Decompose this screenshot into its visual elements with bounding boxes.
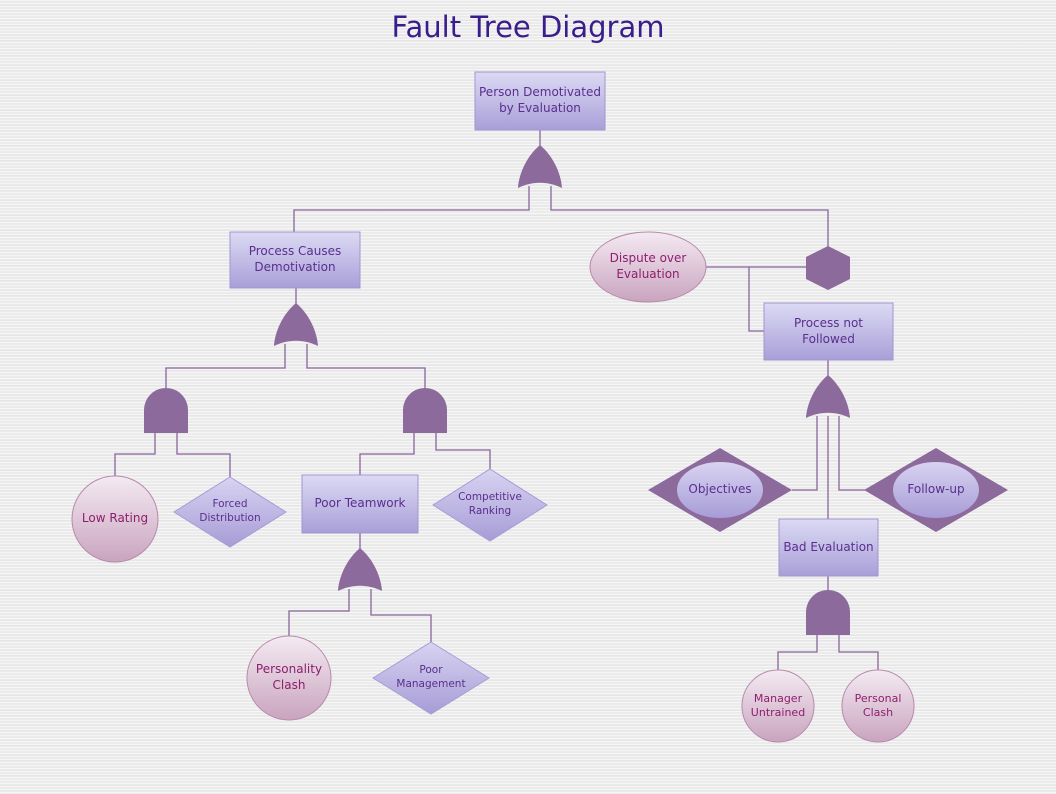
inhibit-gate-icon [806, 246, 850, 290]
connector-pcd-gate-right [306, 344, 426, 390]
and-gate-icon [144, 388, 188, 433]
or-gate-icon [806, 375, 850, 418]
and-gate-icon [806, 590, 850, 635]
connector-teamwork-gate-right [370, 589, 432, 642]
event-dispute-ellipse[interactable] [589, 231, 707, 303]
connector-teamwork-gate-left [288, 589, 350, 636]
event-process-not-followed-box[interactable] [763, 302, 894, 361]
connector-pcd-gate-left [165, 344, 286, 390]
event-low-rating-circle[interactable] [71, 475, 159, 563]
connector-top-gate-right [550, 186, 829, 247]
event-process-causes-box[interactable] [229, 231, 361, 289]
event-follow-up-ellipse [893, 462, 979, 518]
connector-inhibit-pnf [748, 267, 764, 332]
event-objectives-ellipse [677, 462, 763, 518]
event-forced-distribution-diamond[interactable] [173, 476, 287, 548]
event-poor-teamwork-box[interactable] [301, 474, 419, 534]
and-gate-icon [403, 388, 447, 433]
or-gate-icon [274, 303, 318, 346]
event-top-box[interactable] [474, 71, 606, 131]
connector-and-left-forced [176, 432, 231, 477]
or-gate-icon [518, 145, 562, 188]
connectors [114, 130, 879, 670]
or-gate-icon [338, 548, 382, 591]
connector-and-mid-teamwork [359, 432, 415, 476]
event-manager-untrained-circle[interactable] [741, 669, 815, 743]
event-personal-clash-circle[interactable] [841, 669, 915, 743]
event-bad-evaluation-box[interactable] [778, 518, 879, 577]
event-poor-management-diamond[interactable] [372, 641, 490, 715]
connector-top-gate-left [293, 186, 530, 232]
diagram-title: Fault Tree Diagram [391, 10, 665, 44]
event-competitive-ranking-diamond[interactable] [432, 468, 548, 542]
event-personality-clash-circle[interactable] [246, 635, 332, 721]
connector-and-left-lowrating [114, 432, 156, 476]
connector-pnf-gate-followup [838, 416, 865, 491]
connector-and-mid-competitive [435, 432, 491, 469]
connector-badeval-gate-left [777, 634, 818, 670]
connector-pnf-gate-objectives [792, 416, 818, 491]
connector-badeval-gate-right [838, 634, 879, 670]
